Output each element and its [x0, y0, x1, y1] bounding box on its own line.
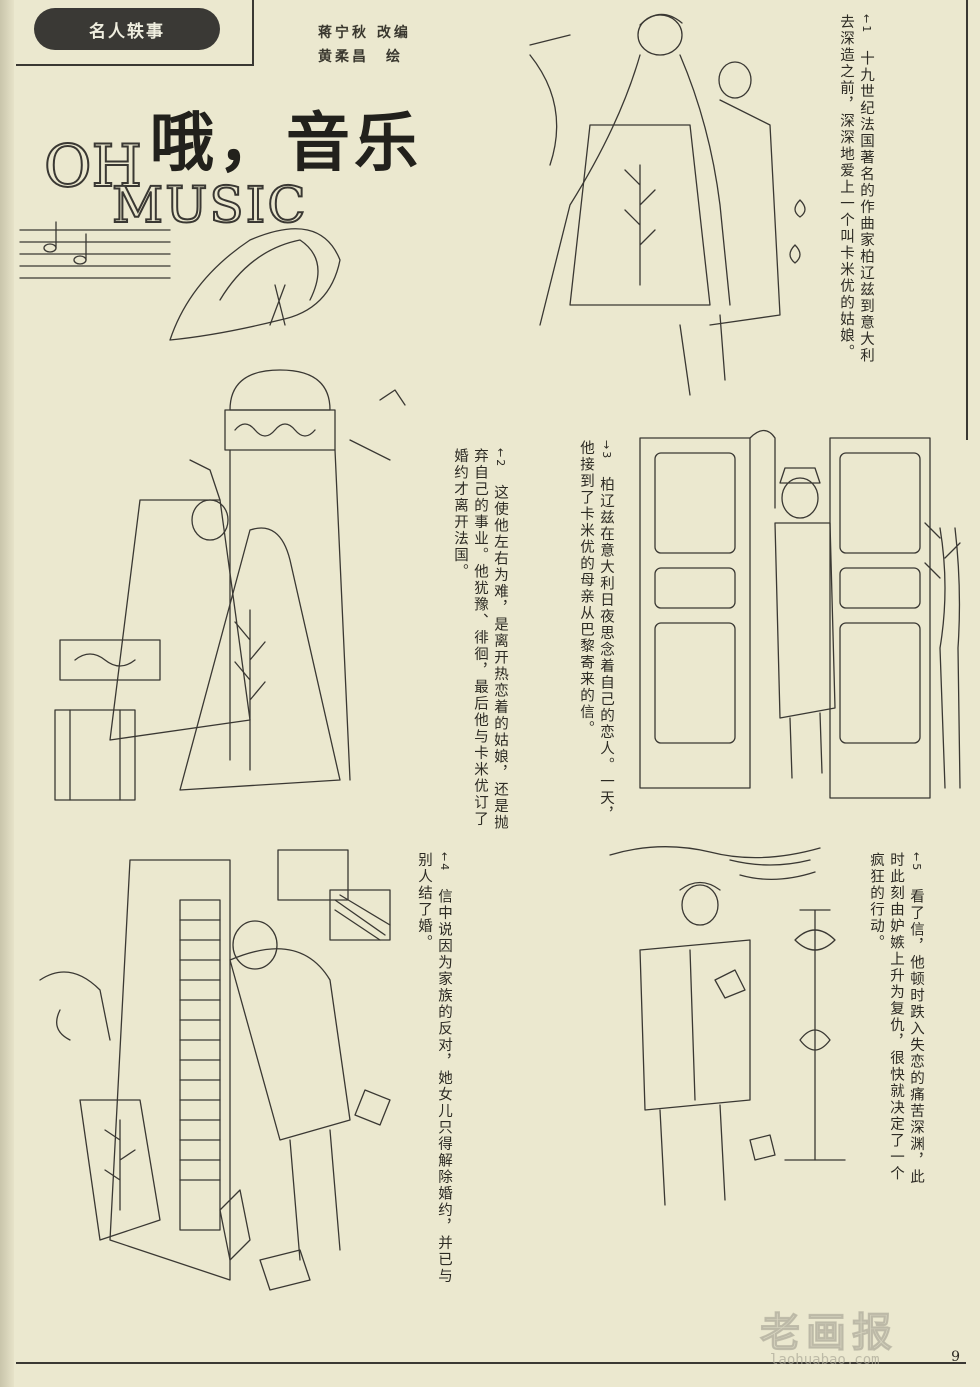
- panel4-number: 4: [438, 863, 451, 873]
- bottom-rule: [16, 1362, 966, 1364]
- page-spine: [0, 0, 14, 1387]
- panel5-caption: ←5 看了信，他顿时跌入失恋的痛苦深渊，此时此刻由妒嫉上升为复仇，很快就决定了一…: [866, 852, 926, 1192]
- panel4-caption: ←4 信中说因为家族的反对，她女儿只得解除婚约，并已与别人结了婚。: [414, 852, 454, 1292]
- title-english-oh: OH: [43, 131, 143, 201]
- watermark-brand: 老画报: [760, 1310, 898, 1357]
- panel1-caption: ←1 十九世纪法国著名的作曲家柏辽兹到意大利去深造之前，深深地爱上一个叫卡米优的…: [836, 14, 876, 370]
- panel1-text: 十九世纪法国著名的作曲家柏辽兹到意大利去深造之前，深深地爱上一个叫卡米优的姑娘。: [838, 14, 874, 365]
- title-hat-illustration: [19, 221, 341, 341]
- page-number: 9: [951, 1349, 960, 1365]
- hook-arrow-icon: ←: [860, 14, 873, 26]
- panel4-text: 信中说因为家族的反对，她女儿只得解除婚约，并已与别人结了婚。: [416, 852, 452, 1285]
- panel3-text: 柏辽兹在意大利日夜思念着自己的恋人。一天，他接到了卡米优的母亲从巴黎寄来的信。: [578, 440, 614, 824]
- panel1-number: 1: [860, 25, 873, 35]
- page-title: 哦，音乐: [150, 106, 422, 181]
- header-rule-vertical: [252, 0, 254, 66]
- panel5-number: 5: [910, 863, 923, 873]
- column-badge: 名人轶事: [34, 8, 220, 50]
- panel3-number: 3: [600, 451, 613, 461]
- panel5-text: 看了信，他顿时跌入失恋的痛苦深渊，此时此刻由妒嫉上升为复仇，很快就决定了一个疯狂…: [868, 852, 924, 1186]
- hook-arrow-icon: →: [600, 440, 613, 452]
- panel2-caption: ←2 这使他左右为难，是离开热恋着的姑娘，还是抛弃自己的事业。他犹豫、徘徊，最后…: [450, 448, 510, 833]
- watermark-url: laohuabao.com: [770, 1352, 880, 1368]
- hook-arrow-icon: ←: [910, 852, 923, 864]
- header-rule-left: [16, 64, 252, 66]
- adapter-credit: 蒋宁秋 改编: [318, 25, 411, 41]
- illustrator-credit: 黄柔昌 绘: [318, 49, 403, 65]
- panel2-number: 2: [494, 459, 507, 469]
- panel3-caption: →3 柏辽兹在意大利日夜思念着自己的恋人。一天，他接到了卡米优的母亲从巴黎寄来的…: [576, 440, 616, 825]
- site-watermark: 老画报 laohuabao.com: [760, 1300, 960, 1370]
- panel2-text: 这使他左右为难，是离开热恋着的姑娘，还是抛弃自己的事业。他犹豫、徘徊，最后他与卡…: [452, 448, 508, 832]
- right-margin-rule: [966, 0, 968, 440]
- panel4-piano-illustration: [39, 849, 391, 1291]
- panel5-resolve-illustration: [609, 846, 846, 1206]
- hook-arrow-icon: ←: [494, 448, 507, 460]
- panel2-farewell-illustration: [54, 369, 406, 801]
- hook-arrow-icon: ←: [438, 852, 451, 864]
- title-english-music: MUSIC: [111, 175, 308, 235]
- panel1-couple-illustration: [529, 13, 806, 396]
- panel3-letter-illustration: [639, 429, 961, 799]
